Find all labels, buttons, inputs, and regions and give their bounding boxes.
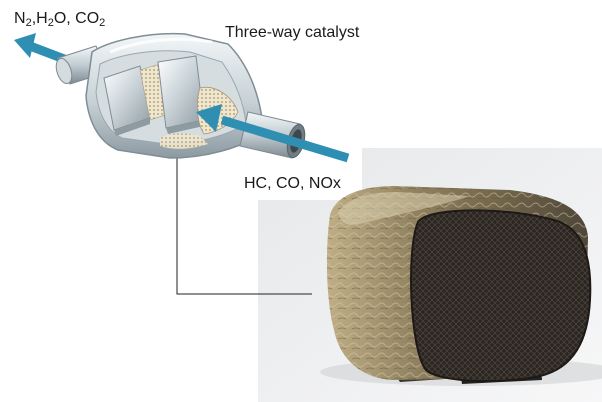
output-gases-label: N2,H2O, CO2 xyxy=(14,10,105,29)
subscript-text: 2 xyxy=(25,17,32,29)
formula-text: N xyxy=(14,10,26,27)
inlet-arrow-icon xyxy=(196,104,350,163)
leader-line-to-photo xyxy=(176,150,312,295)
formula-text: O, CO xyxy=(53,10,100,27)
three-way-catalyst-label: Three-way catalyst xyxy=(225,24,360,41)
catalytic-converter-cutaway-icon xyxy=(85,32,263,159)
subscript-text: 2 xyxy=(47,17,54,29)
catalyst-sample-photo xyxy=(258,148,602,402)
formula-text: ,H xyxy=(31,10,48,27)
subscript-text: 2 xyxy=(99,17,106,29)
input-gases-label: HC, CO, NOx xyxy=(244,175,341,192)
